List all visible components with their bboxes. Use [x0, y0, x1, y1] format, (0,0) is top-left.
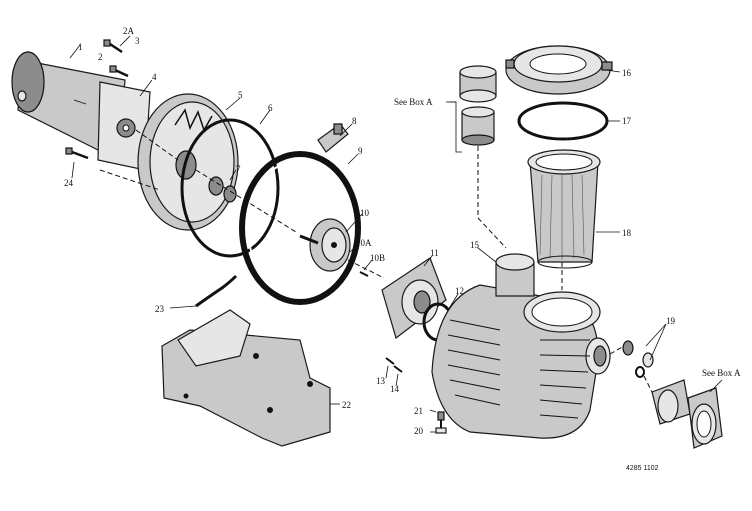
union-fitting-top: [459, 65, 497, 146]
callout-23: 23: [155, 304, 165, 314]
motor: [11, 51, 151, 171]
see-box-a-right: See Box A: [702, 368, 741, 378]
o-ring-6: [180, 118, 280, 258]
callout-9: 9: [358, 146, 363, 156]
impeller: [299, 218, 351, 272]
callout-13: 13: [376, 376, 386, 386]
strainer-basket: [527, 149, 601, 269]
callout-20: 20: [414, 426, 424, 436]
assembly-lines: [99, 129, 653, 393]
callout-2: 2: [98, 52, 103, 62]
bonding-wire: [195, 274, 238, 308]
callout-14: 14: [390, 384, 400, 394]
callout-22: 22: [342, 400, 351, 410]
lid-o-ring: [517, 101, 609, 141]
callout-15: 15: [470, 240, 480, 250]
callout-6: 6: [268, 103, 273, 113]
callout-2a: 2A: [123, 26, 135, 36]
callout-10b: 10B: [370, 253, 385, 263]
callout-19: 19: [666, 316, 676, 326]
callout-4: 4: [152, 72, 157, 82]
callout-1: 1: [78, 42, 83, 52]
callout-10: 10: [360, 208, 370, 218]
motor-bolts: [65, 39, 129, 160]
callout-5: 5: [238, 90, 243, 100]
callout-24: 24: [64, 178, 74, 188]
union-fitting-right: [651, 379, 723, 449]
callout-12: 12: [455, 286, 464, 296]
leader-lines: [69, 35, 723, 433]
callout-17: 17: [622, 116, 632, 126]
shaft-seal: [208, 176, 237, 203]
diffuser: [381, 257, 447, 340]
strainer-lid: [505, 45, 613, 95]
diffuser-screws: [385, 357, 403, 373]
callout-21: 21: [414, 406, 423, 416]
drawing-code: 4285 1102: [626, 465, 659, 472]
drain-bolts: [435, 411, 447, 434]
clamp-knob: [317, 123, 349, 153]
callout-16: 16: [622, 68, 632, 78]
clamp-ring: [239, 151, 361, 305]
drain-fittings: [622, 340, 654, 378]
pump-body: [431, 253, 611, 439]
callout-18: 18: [622, 228, 632, 238]
callout-7: 7: [236, 164, 241, 174]
seal-plate: [137, 93, 239, 231]
callout-11: 11: [430, 248, 439, 258]
callout-3: 3: [135, 36, 140, 46]
motor-base: [161, 309, 331, 447]
impeller-screw: [359, 271, 369, 277]
callout-10a: 10A: [356, 238, 372, 248]
callout-labels: 1 2 2A 3 4 5 6 7 8 9 10 10A 10B 11 12 13…: [64, 26, 741, 472]
see-box-a-top: See Box A: [394, 97, 433, 107]
callout-8: 8: [352, 116, 357, 126]
